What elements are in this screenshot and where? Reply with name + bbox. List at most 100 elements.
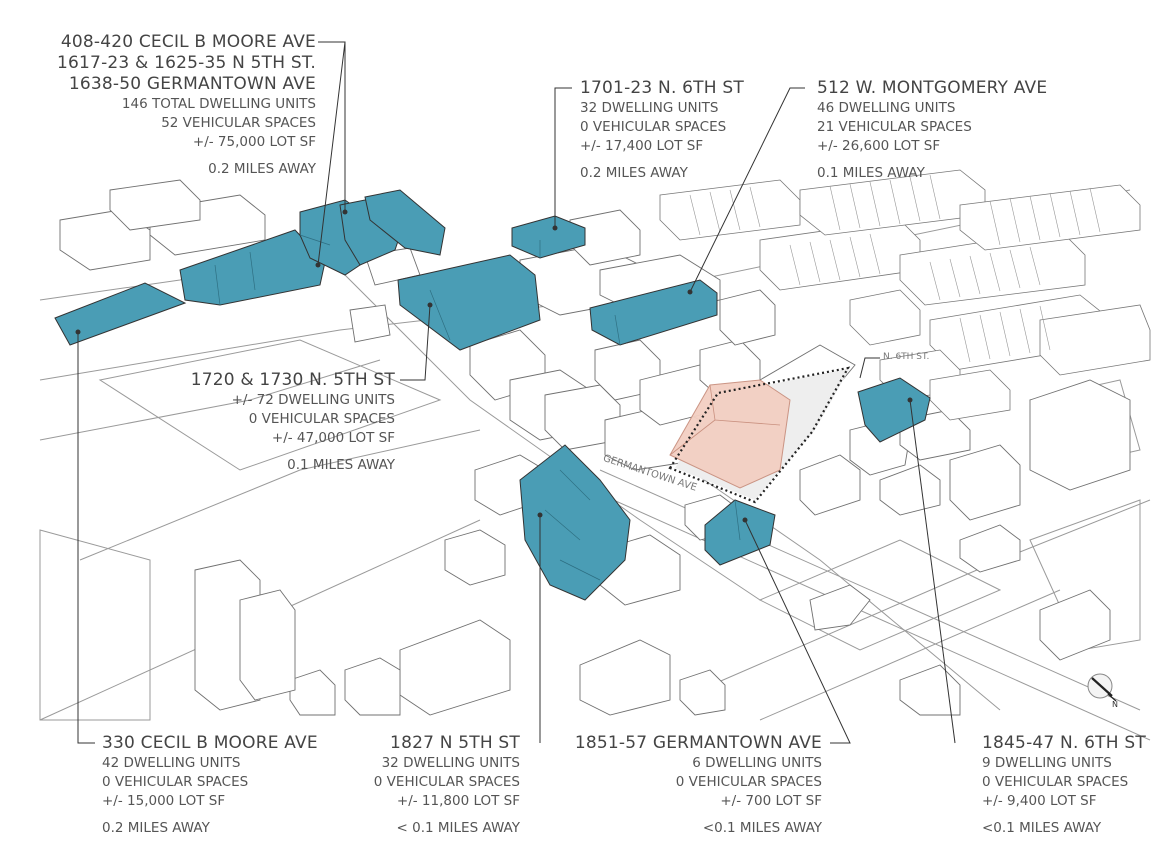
site-lot-size: +/- 700 LOT SF — [720, 793, 822, 809]
street-edge — [759, 589, 1061, 721]
site-title: 1851-57 GERMANTOWN AVE — [574, 733, 822, 753]
subject-site-building-edge — [669, 384, 781, 456]
street-edge — [39, 359, 381, 441]
site-distance: 0.2 MILES AWAY — [208, 161, 316, 177]
site-vehicular-spaces: 21 VEHICULAR SPACES — [817, 119, 972, 135]
context-building — [109, 179, 201, 231]
site-lot-size: +/- 9,400 LOT SF — [982, 793, 1097, 809]
rowhouse-block — [1039, 304, 1151, 376]
lot-outline — [98, 339, 442, 471]
site-vehicular-spaces: 0 VEHICULAR SPACES — [982, 774, 1129, 790]
site-distance: 0.2 MILES AWAY — [102, 820, 210, 836]
svg-text:N: N — [1112, 700, 1118, 708]
rowhouse-block — [959, 184, 1141, 251]
context-building — [399, 619, 511, 716]
context-building — [719, 289, 776, 346]
site-lot-size: +/- 17,400 LOT SF — [580, 138, 704, 154]
site-lot-size: +/- 26,600 LOT SF — [817, 138, 941, 154]
site-lot-size: +/- 75,000 LOT SF — [192, 134, 316, 150]
context-building — [349, 304, 391, 343]
context-building — [239, 589, 296, 701]
subject-site-boundary — [668, 366, 851, 504]
context-building — [799, 454, 861, 516]
site-title: 1827 N 5TH ST — [390, 733, 520, 753]
site-title: 408-420 CECIL B MOORE AVE — [60, 32, 316, 52]
site-dwelling-units: 46 DWELLING UNITS — [817, 100, 956, 116]
callout-330-cecil-moore: 330 CECIL B MOORE AVE 42 DWELLING UNITS … — [102, 733, 318, 838]
rowhouse-block — [849, 289, 921, 346]
site-dwelling-units: 9 DWELLING UNITS — [982, 755, 1112, 771]
callout-1827-n5th: 1827 N 5TH ST 32 DWELLING UNITS 0 VEHICU… — [330, 733, 520, 838]
site-title: 1617-23 & 1625-35 N 5TH ST. — [57, 53, 316, 73]
site-dwelling-units: 32 DWELLING UNITS — [381, 755, 520, 771]
property-330-cecil-moore — [54, 282, 187, 346]
callout-1720-1730-n5th: 1720 & 1730 N. 5TH ST +/- 72 DWELLING UN… — [150, 370, 395, 475]
site-title: 1638-50 GERMANTOWN AVE — [68, 74, 316, 94]
context-building — [1039, 589, 1111, 661]
property-408-420-cecil-moore — [364, 189, 446, 256]
street-edge — [79, 429, 481, 561]
leader-1851 — [744, 519, 851, 744]
leader-dot — [907, 397, 913, 403]
site-dwelling-units: 32 DWELLING UNITS — [580, 100, 719, 116]
context-building — [959, 524, 1021, 573]
site-title: 330 CECIL B MOORE AVE — [102, 733, 318, 753]
site-vehicular-spaces: 0 VEHICULAR SPACES — [102, 774, 249, 790]
site-lot-size: +/- 15,000 LOT SF — [102, 793, 226, 809]
callout-512-montgomery: 512 W. MONTGOMERY AVE 46 DWELLING UNITS … — [817, 78, 1047, 183]
property-1720-1730-n5th — [397, 254, 541, 351]
site-distance: <0.1 MILES AWAY — [982, 820, 1102, 836]
leader-1701 — [554, 87, 572, 228]
site-vehicular-spaces: 0 VEHICULAR SPACES — [248, 411, 395, 427]
leader-dot — [552, 225, 558, 231]
context-building — [899, 664, 961, 716]
rowhouse-dividers — [689, 174, 1101, 363]
leader-n6th-street — [859, 357, 880, 379]
leader-dot — [742, 517, 748, 523]
leader-dot — [687, 289, 693, 295]
site-distance: 0.1 MILES AWAY — [817, 165, 925, 181]
site-vehicular-spaces: 0 VEHICULAR SPACES — [675, 774, 822, 790]
property-1827-n5th — [519, 444, 631, 601]
context-building — [1029, 379, 1131, 491]
callout-408-420-cecil-moore: 408-420 CECIL B MOORE AVE 1617-23 & 1625… — [18, 32, 316, 179]
site-lot-size: +/- 47,000 LOT SF — [271, 430, 395, 446]
context-building — [879, 464, 941, 516]
callout-1845-47-n6th: 1845-47 N. 6TH ST 9 DWELLING UNITS 0 VEH… — [982, 733, 1146, 838]
site-title: 1720 & 1730 N. 5TH ST — [190, 370, 395, 390]
leader-1845 — [909, 399, 956, 744]
site-lot-size: +/- 11,800 LOT SF — [396, 793, 520, 809]
street-label-n6th: N. 6TH ST. — [883, 352, 930, 362]
site-vehicular-spaces: 0 VEHICULAR SPACES — [373, 774, 520, 790]
north-arrow-icon: N — [1087, 673, 1118, 708]
context-building — [949, 444, 1021, 521]
leader-dot — [315, 262, 321, 268]
context-building — [579, 639, 671, 716]
site-title: 1701-23 N. 6TH ST — [580, 78, 744, 98]
lot-outline — [758, 539, 1002, 651]
context-building — [289, 669, 336, 716]
leader-dot — [537, 512, 543, 518]
leader-1720 — [400, 304, 431, 381]
context-building — [444, 529, 506, 586]
building-edge — [214, 234, 741, 581]
site-dwelling-units: 6 DWELLING UNITS — [692, 755, 822, 771]
site-vehicular-spaces: 52 VEHICULAR SPACES — [161, 115, 316, 131]
leader-512 — [689, 87, 805, 293]
site-distance: <0.1 MILES AWAY — [702, 820, 822, 836]
street-edge — [579, 484, 1151, 741]
site-title: 512 W. MONTGOMERY AVE — [817, 78, 1048, 98]
site-vehicular-spaces: 0 VEHICULAR SPACES — [580, 119, 727, 135]
site-dwelling-units: 146 TOTAL DWELLING UNITS — [121, 96, 316, 112]
site-distance: 0.2 MILES AWAY — [580, 165, 688, 181]
lot-outline — [39, 529, 151, 721]
context-building — [344, 657, 401, 716]
leader-dot — [75, 329, 81, 335]
leader-dot — [342, 209, 348, 215]
property-1845-47-n6th — [857, 377, 931, 443]
property-408-420-cecil-moore — [179, 229, 326, 306]
leader-dot — [427, 302, 433, 308]
site-dwelling-units: +/- 72 DWELLING UNITS — [231, 392, 395, 408]
